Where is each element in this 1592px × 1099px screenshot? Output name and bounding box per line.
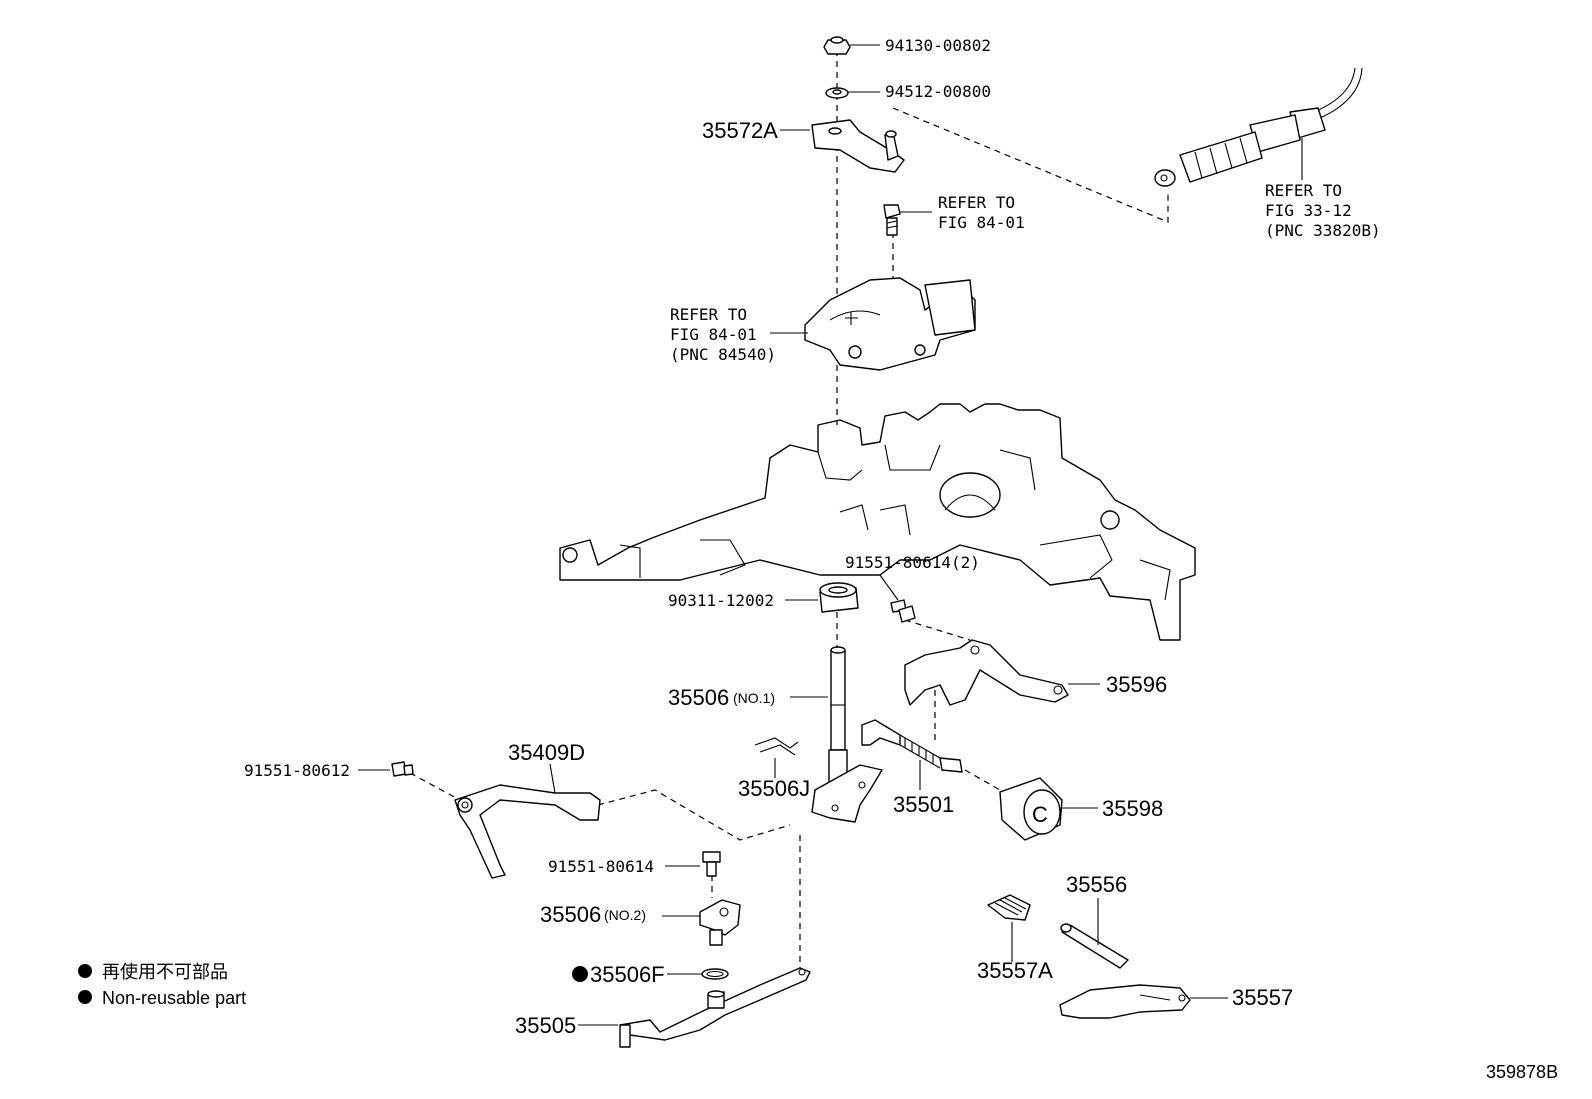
rod-35501 — [861, 719, 963, 773]
label-91551-2: 91551-80614(2) — [845, 553, 980, 572]
bolt-refer — [883, 204, 901, 236]
label-35506-no2: (NO.2) — [604, 907, 646, 923]
lever-35409D — [454, 784, 601, 879]
transmission-case — [559, 403, 1196, 641]
label-35506-no1: (NO.1) — [733, 690, 775, 706]
control-cable — [1154, 67, 1363, 187]
label-35596: 35596 — [1106, 672, 1167, 697]
refer2-line2: FIG 84-01 — [670, 325, 757, 344]
label-35409D: 35409D — [508, 740, 585, 765]
legend-bullet-icon-2 — [78, 990, 92, 1004]
leader-lines — [358, 44, 1303, 1026]
part-labels: 94130-00802 94512-00800 35572A REFER TO … — [244, 36, 1381, 1038]
bolt-94130 — [823, 36, 851, 55]
label-35506J: 35506J — [738, 776, 810, 801]
figure-id: 359878B — [1486, 1062, 1558, 1082]
label-35506-b: 35506 — [540, 902, 601, 927]
label-35572A: 35572A — [702, 118, 778, 143]
refer3-line1: REFER TO — [1265, 181, 1342, 200]
refer2-line3: (PNC 84540) — [670, 345, 776, 364]
pawl-35557 — [1059, 984, 1191, 1019]
label-94130: 94130-00802 — [885, 36, 991, 55]
assembly-lines — [409, 50, 1169, 970]
legend-bullet-icon-1 — [78, 964, 92, 978]
clip-35506J — [754, 737, 799, 756]
refer2-line1: REFER TO — [670, 305, 747, 324]
oring-35506F — [701, 968, 729, 980]
label-35598: 35598 — [1102, 796, 1163, 821]
legend-line-1: 再使用不可部品 — [102, 962, 228, 982]
refer1-line1: REFER TO — [938, 193, 1015, 212]
label-35501: 35501 — [893, 792, 954, 817]
refer3-line2: FIG 33-12 — [1265, 201, 1352, 220]
legend-line-2: Non-reusable part — [102, 988, 246, 1008]
label-35506: 35506 — [668, 685, 729, 710]
oil-seal-90311 — [819, 582, 859, 613]
refer1-line2: FIG 84-01 — [938, 213, 1025, 232]
lever-35505 — [619, 967, 811, 1048]
svg-text:C: C — [1032, 802, 1048, 827]
label-91551-80614: 91551-80614 — [548, 857, 654, 876]
shaft-35506 — [811, 646, 883, 823]
bolt-91551-80614 — [702, 851, 721, 877]
pin-35556 — [1060, 923, 1129, 969]
label-35557: 35557 — [1232, 985, 1293, 1010]
roller-35598: C — [999, 777, 1063, 841]
label-35556: 35556 — [1066, 872, 1127, 897]
label-35505: 35505 — [515, 1013, 576, 1038]
neutral-start-switch — [804, 277, 976, 371]
spring-35557A — [987, 894, 1031, 921]
label-91551-80612: 91551-80612 — [244, 761, 350, 780]
label-94512: 94512-00800 — [885, 82, 991, 101]
refer3-line3: (PNC 33820B) — [1265, 221, 1381, 240]
washer-94512 — [825, 87, 849, 99]
legend: 再使用不可部品 Non-reusable part — [78, 962, 246, 1008]
bolt-91551-2 — [890, 599, 916, 623]
lever-35572A — [811, 119, 905, 173]
nonreusable-bullet-icon — [572, 966, 588, 982]
detent-spring-35596 — [904, 639, 1069, 706]
label-35506F: 35506F — [590, 962, 665, 987]
label-90311: 90311-12002 — [668, 591, 774, 610]
part-35506-no2 — [699, 899, 741, 946]
label-35557A: 35557A — [977, 958, 1053, 983]
bolt-91551-80612 — [391, 761, 414, 777]
